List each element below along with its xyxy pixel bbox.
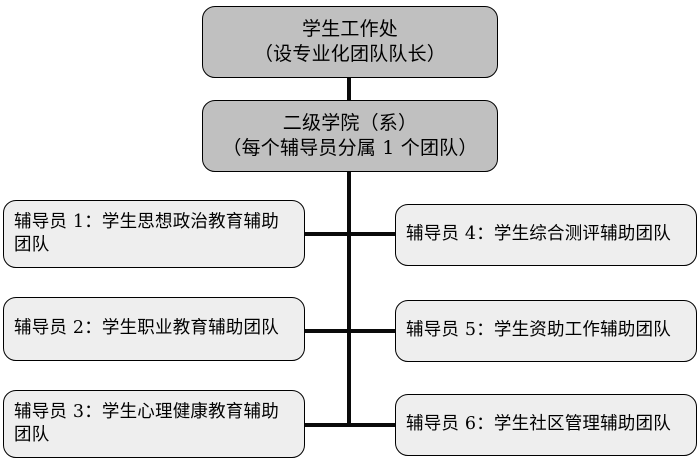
node-team-3-label: 辅导员 3：学生心理健康教育辅助团队 bbox=[14, 401, 279, 445]
node-team-5-label: 辅导员 5：学生资助工作辅助团队 bbox=[406, 320, 671, 341]
connector-branch-row-3 bbox=[303, 423, 397, 427]
node-team-6[interactable]: 辅导员 6：学生社区管理辅助团队 bbox=[395, 394, 697, 456]
node-team-6-label: 辅导员 6：学生社区管理辅助团队 bbox=[406, 414, 671, 435]
node-student-affairs-office[interactable]: 学生工作处 （设专业化团队队长） bbox=[202, 6, 498, 78]
connector-college-trunk bbox=[347, 170, 351, 426]
node-team-4-label: 辅导员 4：学生综合测评辅助团队 bbox=[406, 224, 671, 245]
node-team-2-label: 辅导员 2：学生职业教育辅助团队 bbox=[14, 318, 279, 339]
connector-branch-row-2 bbox=[303, 329, 397, 333]
node-team-1-label: 辅导员 1：学生思想政治教育辅助团队 bbox=[14, 211, 279, 255]
node-secondary-college-label: 二级学院（系） （每个辅导员分属 1 个团队） bbox=[222, 111, 478, 159]
node-secondary-college[interactable]: 二级学院（系） （每个辅导员分属 1 个团队） bbox=[202, 100, 498, 172]
node-team-5[interactable]: 辅导员 5：学生资助工作辅助团队 bbox=[395, 300, 697, 362]
node-team-3[interactable]: 辅导员 3：学生心理健康教育辅助团队 bbox=[3, 390, 305, 458]
node-team-2[interactable]: 辅导员 2：学生职业教育辅助团队 bbox=[3, 297, 305, 361]
node-student-affairs-office-label: 学生工作处 （设专业化团队队长） bbox=[253, 17, 446, 65]
connector-branch-row-1 bbox=[303, 232, 397, 236]
node-team-4[interactable]: 辅导员 4：学生综合测评辅助团队 bbox=[395, 204, 697, 266]
node-team-1[interactable]: 辅导员 1：学生思想政治教育辅助团队 bbox=[3, 200, 305, 268]
connector-student-affairs-to-college bbox=[347, 76, 351, 102]
